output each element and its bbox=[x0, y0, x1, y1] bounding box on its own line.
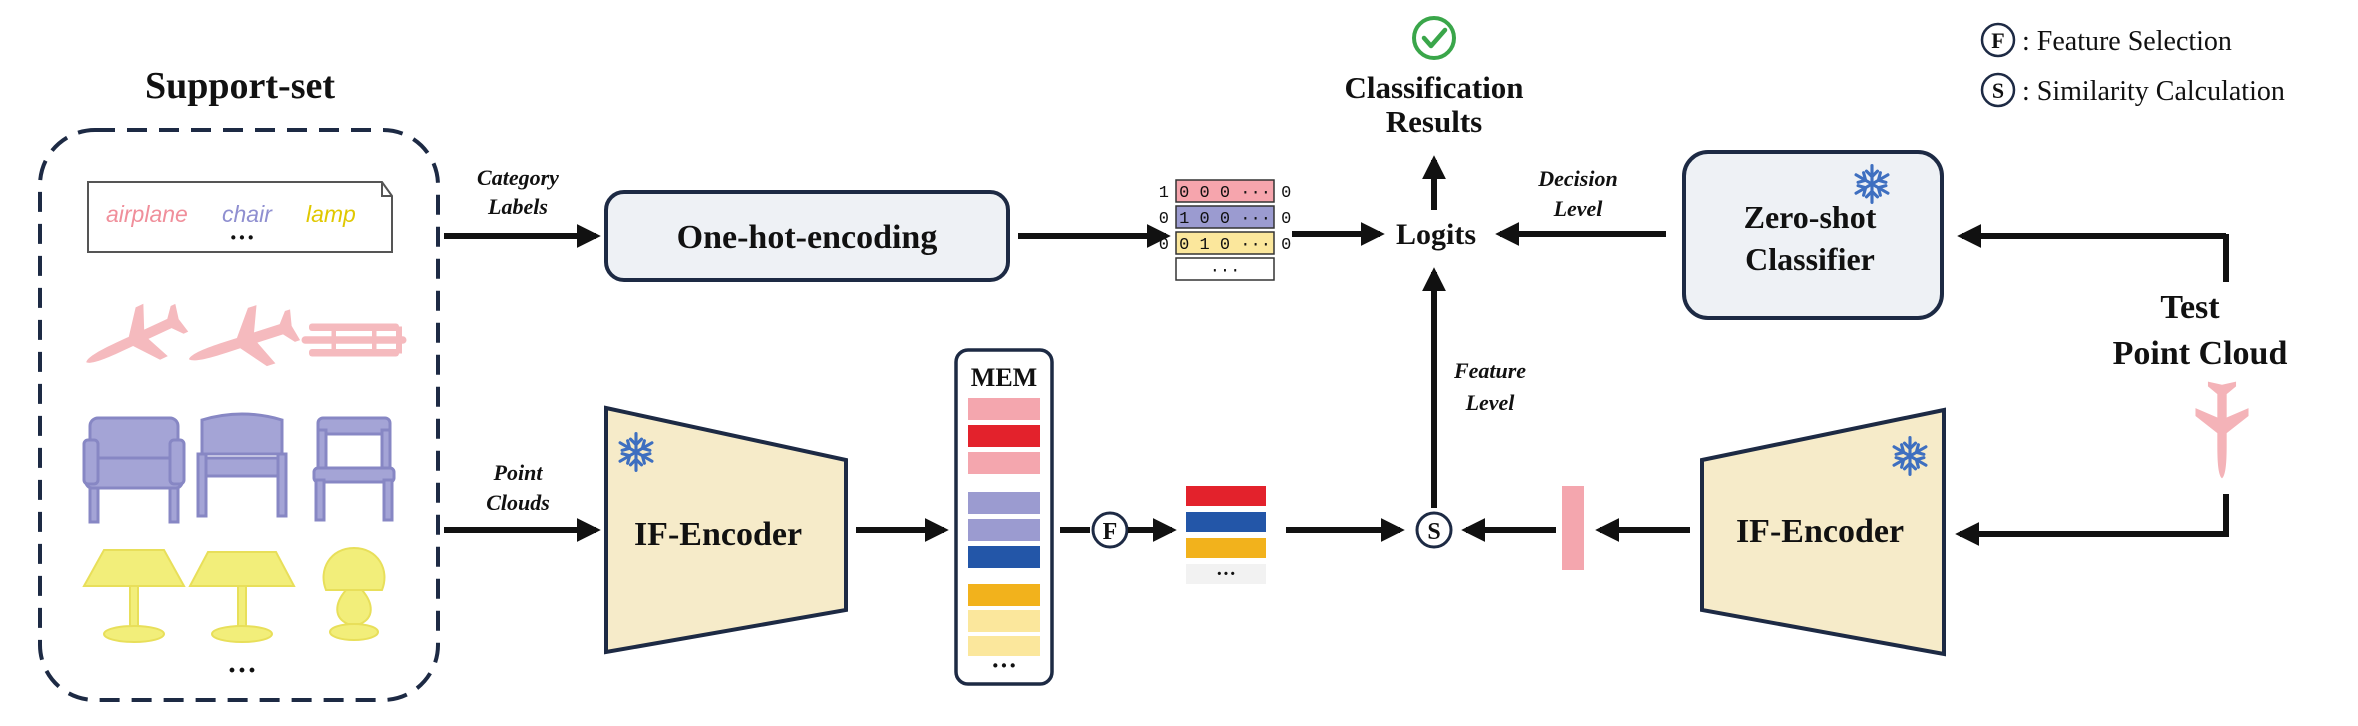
memory-title: MEM bbox=[971, 363, 1037, 392]
memory-more: ··· bbox=[991, 651, 1017, 680]
label-lamp: lamp bbox=[306, 201, 356, 227]
if-encoder-right-title: IF-Encoder bbox=[1736, 513, 1904, 550]
support-chairs bbox=[82, 412, 396, 524]
legend-s-symbol: S bbox=[1992, 78, 2004, 103]
category-labels-line1: Category bbox=[477, 165, 559, 190]
decision-level-line1: Decision bbox=[1537, 166, 1617, 191]
check-icon bbox=[1412, 16, 1456, 60]
zero-shot-classifier-box bbox=[1682, 150, 1944, 320]
similarity-symbol: S bbox=[1427, 519, 1440, 545]
test-title-line2: Point Cloud bbox=[2113, 335, 2288, 372]
label-more: ··· bbox=[229, 223, 255, 252]
selected-features-more: ··· bbox=[1216, 563, 1236, 585]
legend-symbol-s bbox=[1980, 72, 2016, 108]
legend-feature-selection: : Feature Selection bbox=[2022, 26, 2232, 57]
category-labels-line2: Labels bbox=[487, 194, 548, 219]
support-more: ··· bbox=[227, 654, 257, 687]
support-set-frame bbox=[38, 128, 440, 702]
decision-level-line2: Level bbox=[1553, 196, 1604, 221]
legend-symbol-f bbox=[1980, 22, 2016, 58]
test-airplane bbox=[2195, 381, 2249, 479]
point-clouds-line2: Clouds bbox=[486, 490, 550, 515]
if-encoder-left-title: IF-Encoder bbox=[634, 516, 802, 553]
classifier-title-line1: Zero-shot bbox=[1744, 199, 1877, 235]
results-title-line2: Results bbox=[1386, 104, 1482, 139]
feature-selection-symbol: F bbox=[1103, 519, 1118, 545]
feature-selection-op bbox=[1091, 511, 1129, 549]
test-feature bbox=[1562, 486, 1584, 570]
support-airplanes bbox=[74, 291, 407, 389]
label-note bbox=[87, 181, 393, 253]
point-clouds-line1: Point bbox=[493, 460, 544, 485]
memory-slots bbox=[968, 398, 1040, 656]
if-encoder-right bbox=[1700, 407, 1946, 657]
support-set-title: Support-set bbox=[145, 65, 335, 107]
if-encoder-left bbox=[604, 405, 848, 655]
similarity-op bbox=[1415, 511, 1453, 549]
code-row-more: ··· bbox=[1210, 262, 1241, 281]
legend: F : Feature Selection S : Similarity Cal… bbox=[1980, 22, 2285, 108]
label-airplane: airplane bbox=[106, 201, 188, 227]
classifier-title-line2: Classifier bbox=[1745, 241, 1875, 277]
code-row-2: 0 1 0 0 ··· 0 bbox=[1159, 210, 1292, 229]
test-title-line1: Test bbox=[2160, 289, 2220, 326]
legend-similarity-calculation: : Similarity Calculation bbox=[2022, 76, 2285, 107]
feature-level-line2: Level bbox=[1465, 390, 1516, 415]
one-hot-codes: 1 0 0 0 ··· 0 0 1 0 0 ··· 0 0 0 1 0 ··· … bbox=[1159, 179, 1292, 281]
biplane bbox=[301, 323, 407, 357]
results-title-line1: Classification bbox=[1344, 70, 1523, 105]
selected-features bbox=[1186, 486, 1266, 584]
one-hot-encoding-box bbox=[604, 190, 1010, 282]
support-lamps bbox=[82, 546, 386, 643]
logits-label: Logits bbox=[1396, 218, 1476, 251]
one-hot-encoding-title: One-hot-encoding bbox=[677, 219, 938, 256]
code-row-3: 0 0 1 0 ··· 0 bbox=[1159, 236, 1292, 255]
legend-f-symbol: F bbox=[1991, 28, 2004, 53]
feature-level-line1: Feature bbox=[1453, 358, 1526, 383]
code-row-1: 1 0 0 0 ··· 0 bbox=[1159, 184, 1292, 203]
arrow-test-encoder bbox=[1955, 494, 2229, 546]
label-chair: chair bbox=[222, 201, 273, 227]
